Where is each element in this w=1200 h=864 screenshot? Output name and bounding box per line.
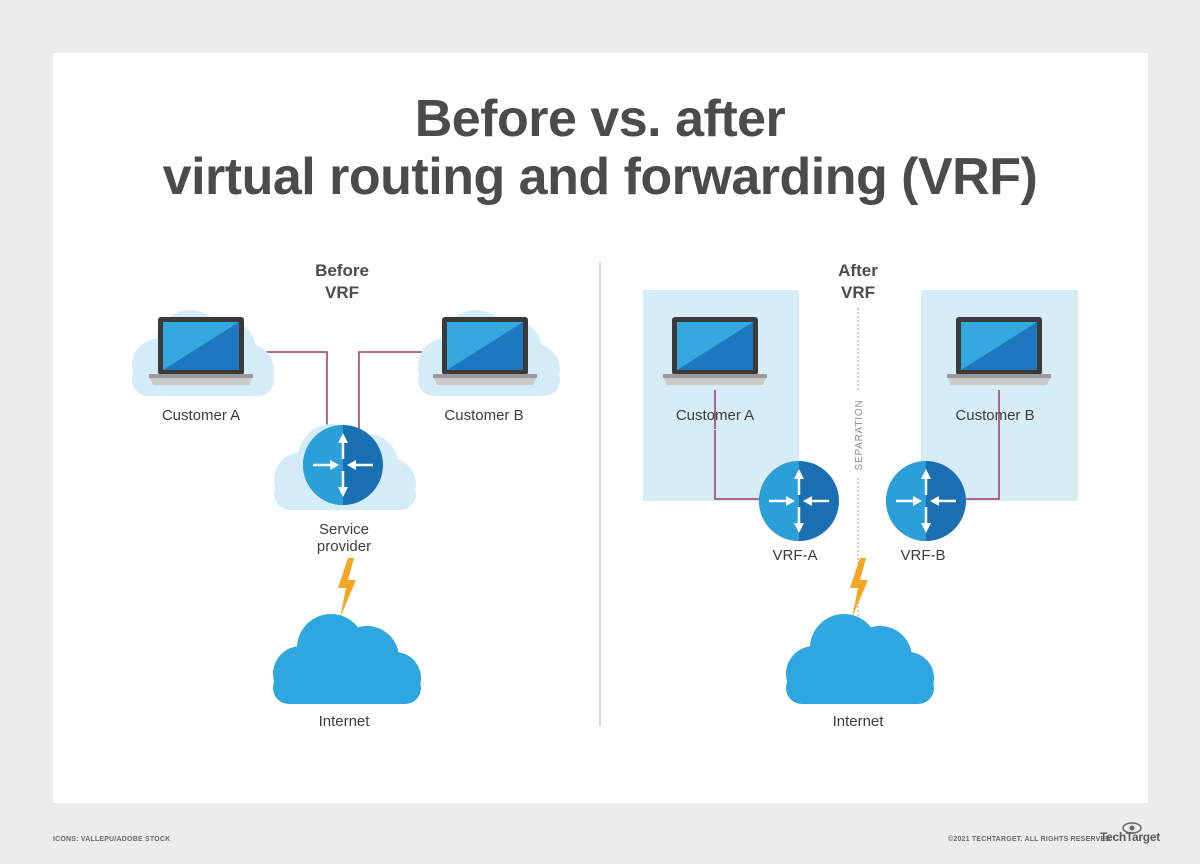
before-connections [262, 351, 430, 432]
techtarget-logo-icon [1122, 822, 1142, 834]
after-customer-a-laptop-icon [663, 317, 767, 385]
before-internet-cloud-icon [273, 614, 421, 704]
vrf-a-router-icon [757, 459, 841, 543]
after-internet-cloud-icon [786, 614, 934, 704]
before-internet-label: Internet [319, 713, 371, 730]
before-provider-label-line-1: Service [319, 521, 369, 538]
after-customer-b-laptop-icon [947, 317, 1051, 385]
before-router-icon [301, 423, 385, 507]
footer-credit: ICONS: VALLEPU/ADOBE STOCK [53, 836, 171, 843]
footer-brand: TechTarget [1100, 830, 1160, 844]
before-customer-b-label: Customer B [444, 407, 523, 424]
before-provider-label-line-2: provider [317, 538, 371, 555]
separation-label: SEPARATION [854, 400, 865, 471]
before-heading-line-1: Before [315, 261, 369, 280]
before-lightning-icon [338, 558, 356, 618]
after-lightning-icon [850, 558, 868, 618]
after-heading-line-2: VRF [841, 283, 875, 302]
before-customer-a-laptop-icon [149, 317, 253, 385]
after-customer-a-label: Customer A [676, 407, 754, 424]
vrf-a-label: VRF-A [773, 547, 818, 564]
vrf-b-label: VRF-B [901, 547, 946, 564]
page-title: Before vs. after virtual routing and for… [0, 90, 1200, 206]
after-heading-line-1: After [838, 261, 878, 280]
footer-copyright: ©2021 TECHTARGET. ALL RIGHTS RESERVED [948, 836, 1111, 843]
after-connections [714, 390, 1000, 500]
title-line-1: Before vs. after [414, 90, 786, 148]
after-customer-b-label: Customer B [955, 407, 1034, 424]
after-internet-label: Internet [833, 713, 885, 730]
before-customer-b-laptop-icon [433, 317, 537, 385]
before-heading-line-2: VRF [325, 283, 359, 302]
vrf-b-router-icon [884, 459, 968, 543]
before-customer-a-label: Customer A [162, 407, 240, 424]
title-line-2: virtual routing and forwarding (VRF) [162, 148, 1038, 206]
